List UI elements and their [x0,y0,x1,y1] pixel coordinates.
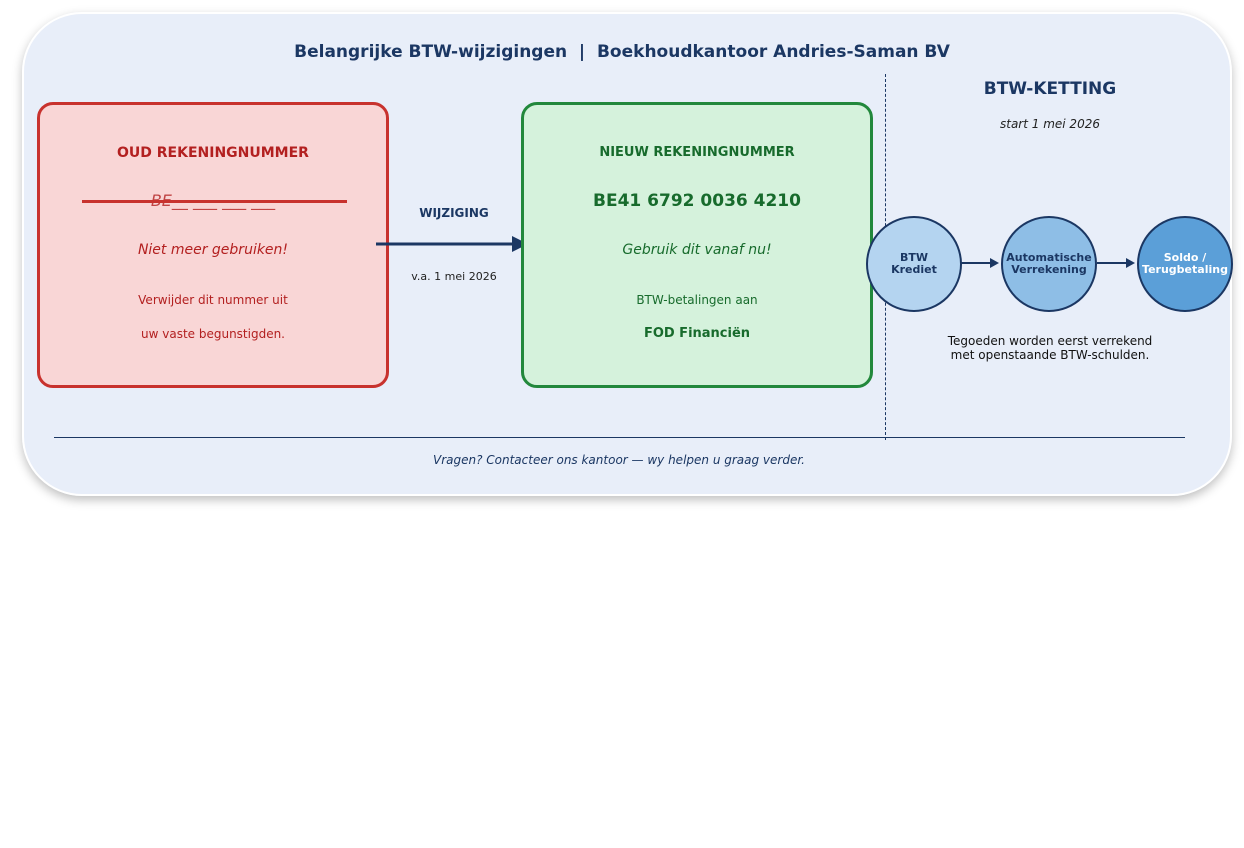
step-soldo-terugbetaling: Soldo /Terugbetaling [1137,216,1233,312]
new-line2: FOD Financiën [643,326,751,341]
new-number: BE41 6792 0036 4210 [593,191,801,211]
change-label: WIJZIGING [419,206,489,220]
arrow-icon [376,236,528,252]
new-note: Gebruik dit vanaf nu! [622,242,772,258]
old-account-box: OUD REKENINGNUMMER BE__ ___ ___ ___ Niet… [37,102,389,388]
change-date: v.a. 1 mei 2026 [411,270,497,283]
arrow-icon [961,258,999,268]
new-line1: BTW-betalingen aan [636,293,758,307]
footer-text: Vragen? Contacteer ons kantoor — wy help… [432,453,805,467]
chain-subtitle: start 1 mei 2026 [1000,117,1100,131]
new-heading: NIEUW REKENINGNUMMER [599,145,795,160]
page-title: Belangrijke BTW-wijzigingen | Boekhoudka… [294,42,950,62]
chain-heading: BTW-KETTING [983,79,1117,99]
old-line1: Verwijder dit nummer uit [138,293,288,307]
old-warning: Niet meer gebruiken! [137,242,289,258]
old-heading: OUD REKENINGNUMMER [117,145,309,161]
old-line2: uw vaste begunstigden. [141,327,285,341]
footer-divider [54,437,1185,438]
strikethrough-line [82,200,347,203]
arrow-icon [1097,258,1135,268]
new-account-box: NIEUW REKENINGNUMMER BE41 6792 0036 4210… [521,102,873,388]
